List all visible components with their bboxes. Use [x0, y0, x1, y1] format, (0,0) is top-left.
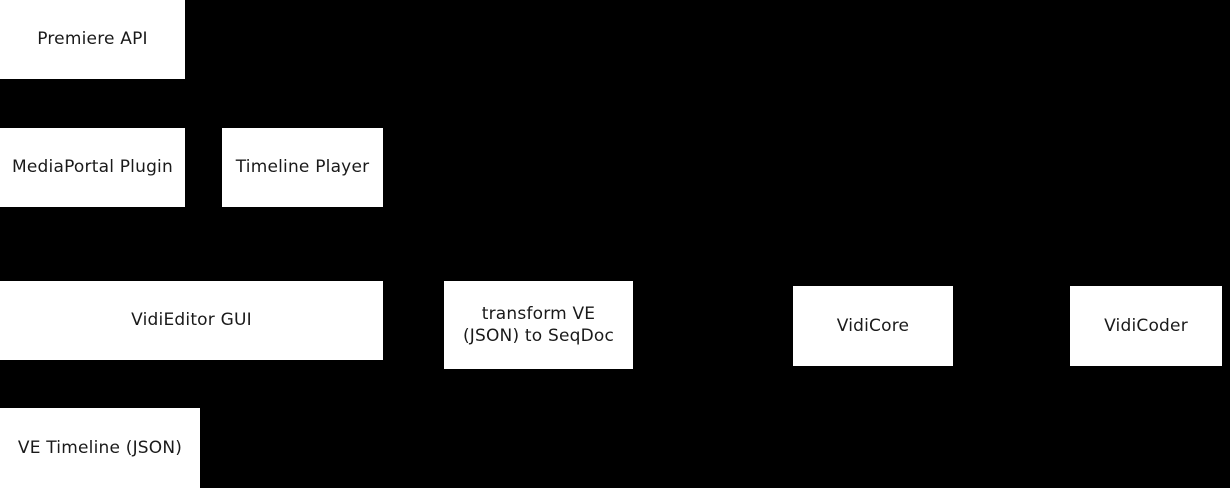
diagram-node-vidicore[interactable]: VidiCore: [793, 286, 953, 366]
diagram-node-timeline-player[interactable]: Timeline Player: [222, 128, 383, 207]
diagram-node-mediaportal-plugin[interactable]: MediaPortal Plugin: [0, 128, 185, 207]
diagram-node-label: VidiCore: [836, 315, 910, 336]
diagram-node-label: VidiEditor GUI: [131, 310, 252, 331]
diagram-node-label: VE Timeline (JSON): [17, 437, 183, 458]
diagram-node-label: MediaPortal Plugin: [12, 157, 173, 178]
diagram-node-label: Premiere API: [37, 29, 148, 50]
diagram-node-ve-timeline-json[interactable]: VE Timeline (JSON): [0, 408, 200, 488]
diagram-node-vidicoder[interactable]: VidiCoder: [1070, 286, 1222, 366]
diagram-node-label: Timeline Player: [235, 157, 370, 178]
diagram-node-vidieditor-gui[interactable]: VidiEditor GUI: [0, 281, 383, 360]
diagram-node-label: transform VE (JSON) to SeqDoc: [462, 303, 615, 346]
diagram-node-transform-ve-json-to-seqdoc[interactable]: transform VE (JSON) to SeqDoc: [444, 281, 633, 369]
diagram-node-label: VidiCoder: [1104, 315, 1188, 336]
diagram-node-premiere-api[interactable]: Premiere API: [0, 0, 185, 79]
